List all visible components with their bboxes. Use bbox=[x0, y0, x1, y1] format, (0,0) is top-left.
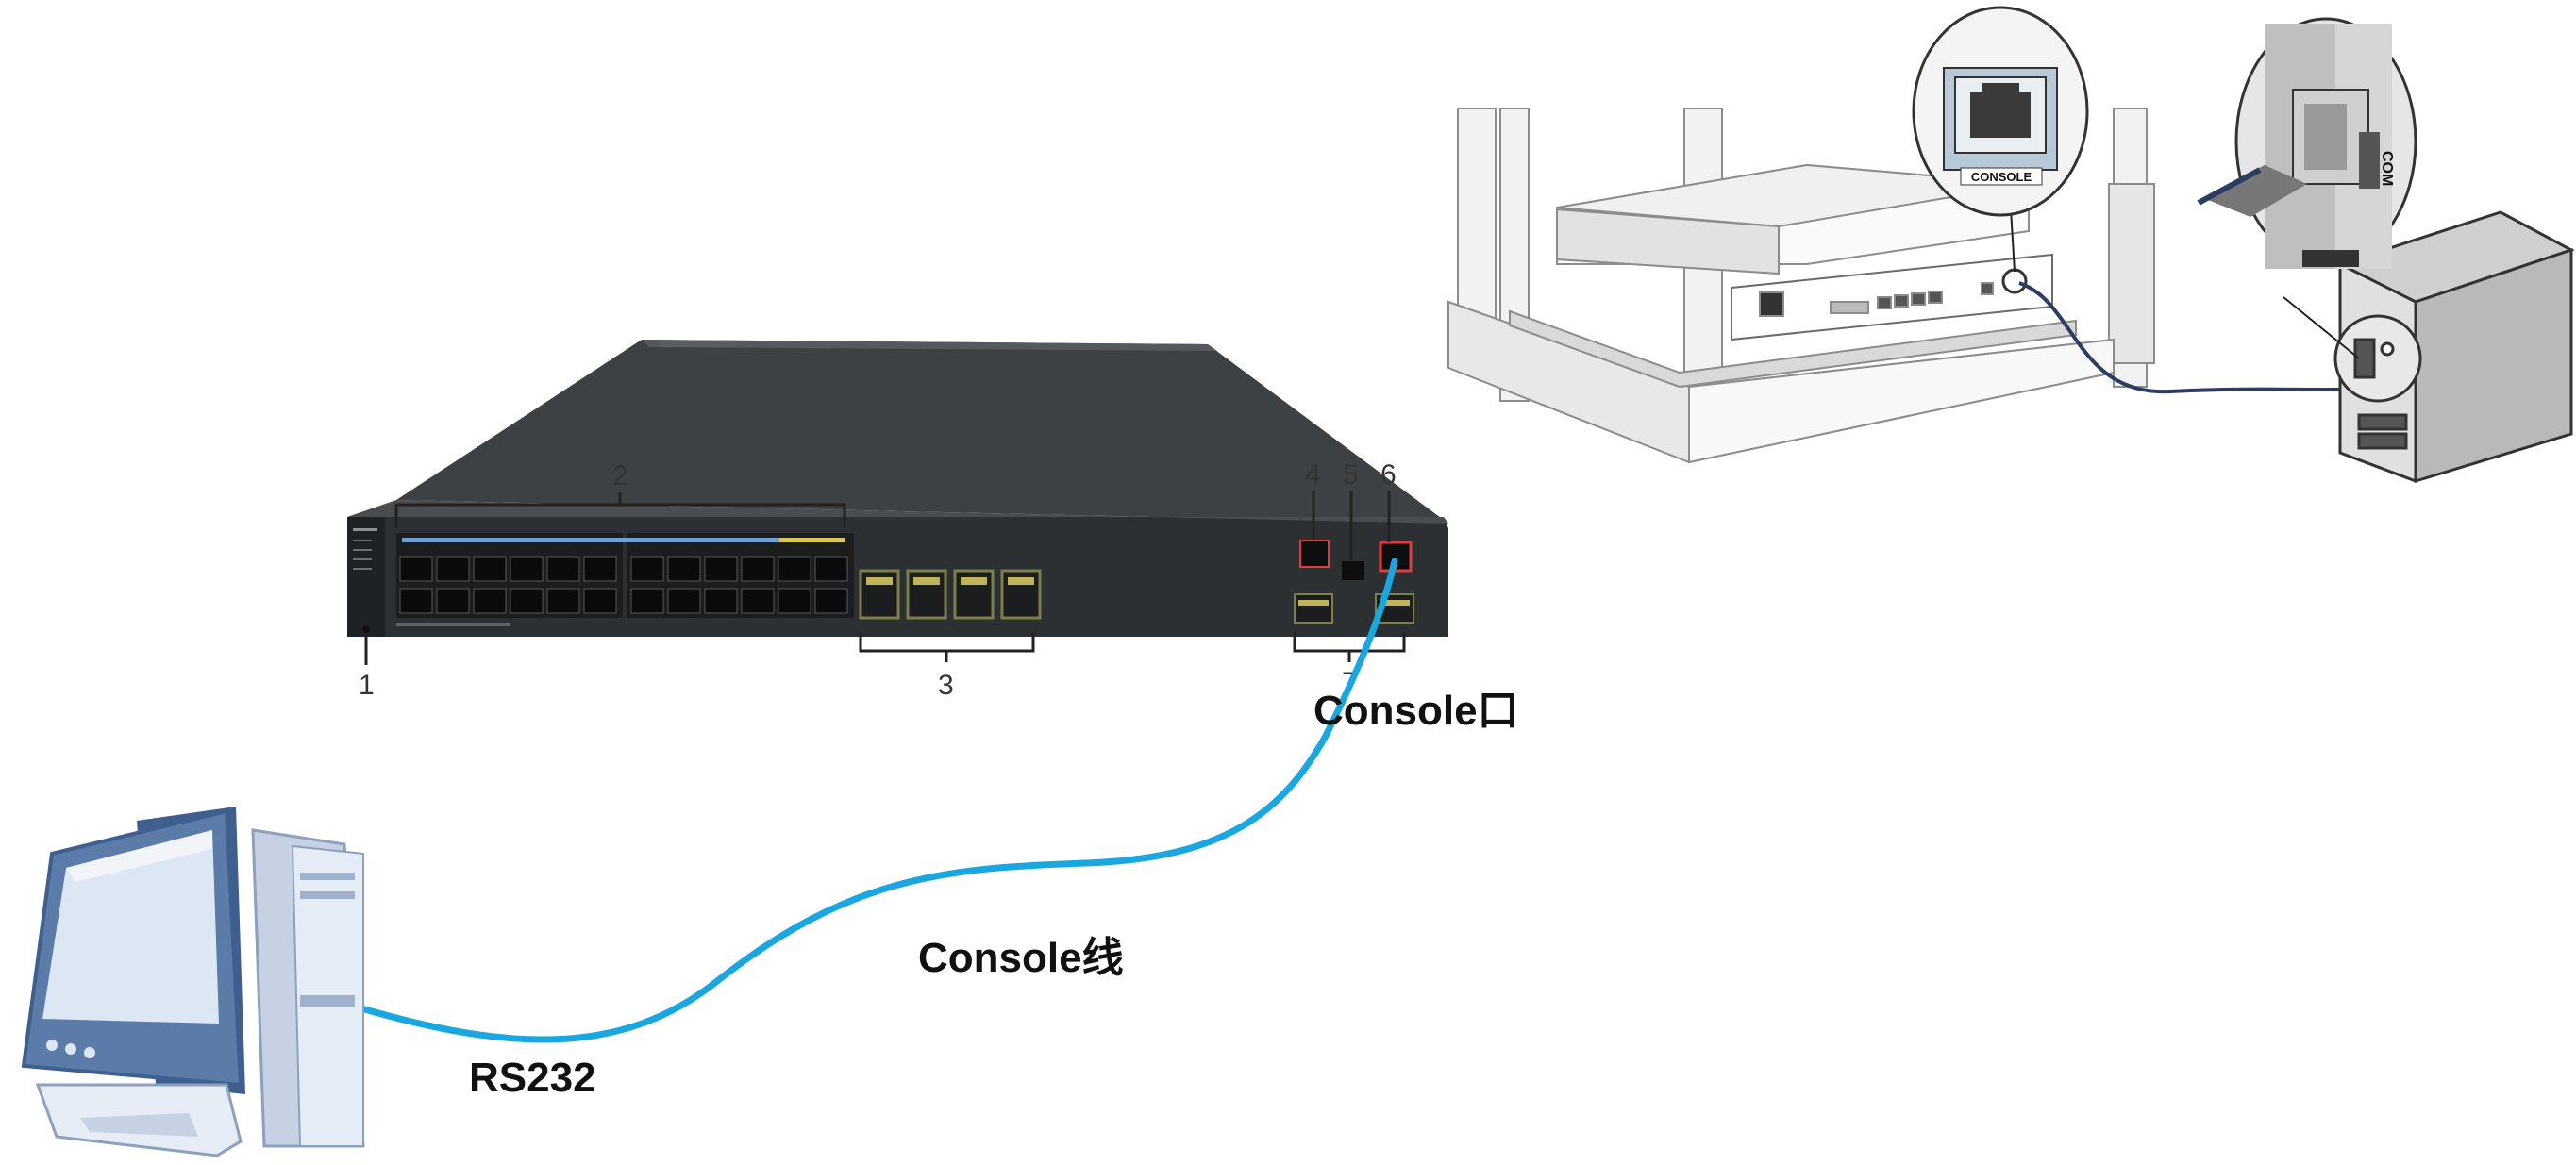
console-inset-label: CONSOLE bbox=[1971, 170, 2032, 184]
rack-server-icon bbox=[1447, 108, 2155, 464]
callout-6: 6 bbox=[1380, 459, 1397, 491]
callout-3: 3 bbox=[938, 670, 954, 701]
callout-1: 1 bbox=[359, 670, 375, 701]
rs232-caption: RS232 bbox=[469, 1055, 596, 1101]
callout-5: 5 bbox=[1343, 459, 1359, 491]
rack-to-pc-cable bbox=[2018, 281, 2365, 394]
com-port-inset: COM bbox=[2197, 17, 2417, 269]
callout-2: 2 bbox=[612, 460, 628, 491]
com-inset-label: COM bbox=[2379, 151, 2395, 186]
network-switch-icon bbox=[347, 340, 1448, 637]
callout-brackets bbox=[364, 491, 1406, 665]
console-cable bbox=[355, 558, 1398, 1043]
pc-tower-icon bbox=[2333, 210, 2575, 484]
console-cable-caption: Console线 bbox=[918, 935, 1124, 981]
callout-4: 4 bbox=[1305, 459, 1321, 491]
console-port-inset: CONSOLE bbox=[1912, 6, 2089, 217]
desktop-computer-icon bbox=[21, 807, 365, 1157]
console-port-caption: Console口 bbox=[1313, 688, 1519, 734]
